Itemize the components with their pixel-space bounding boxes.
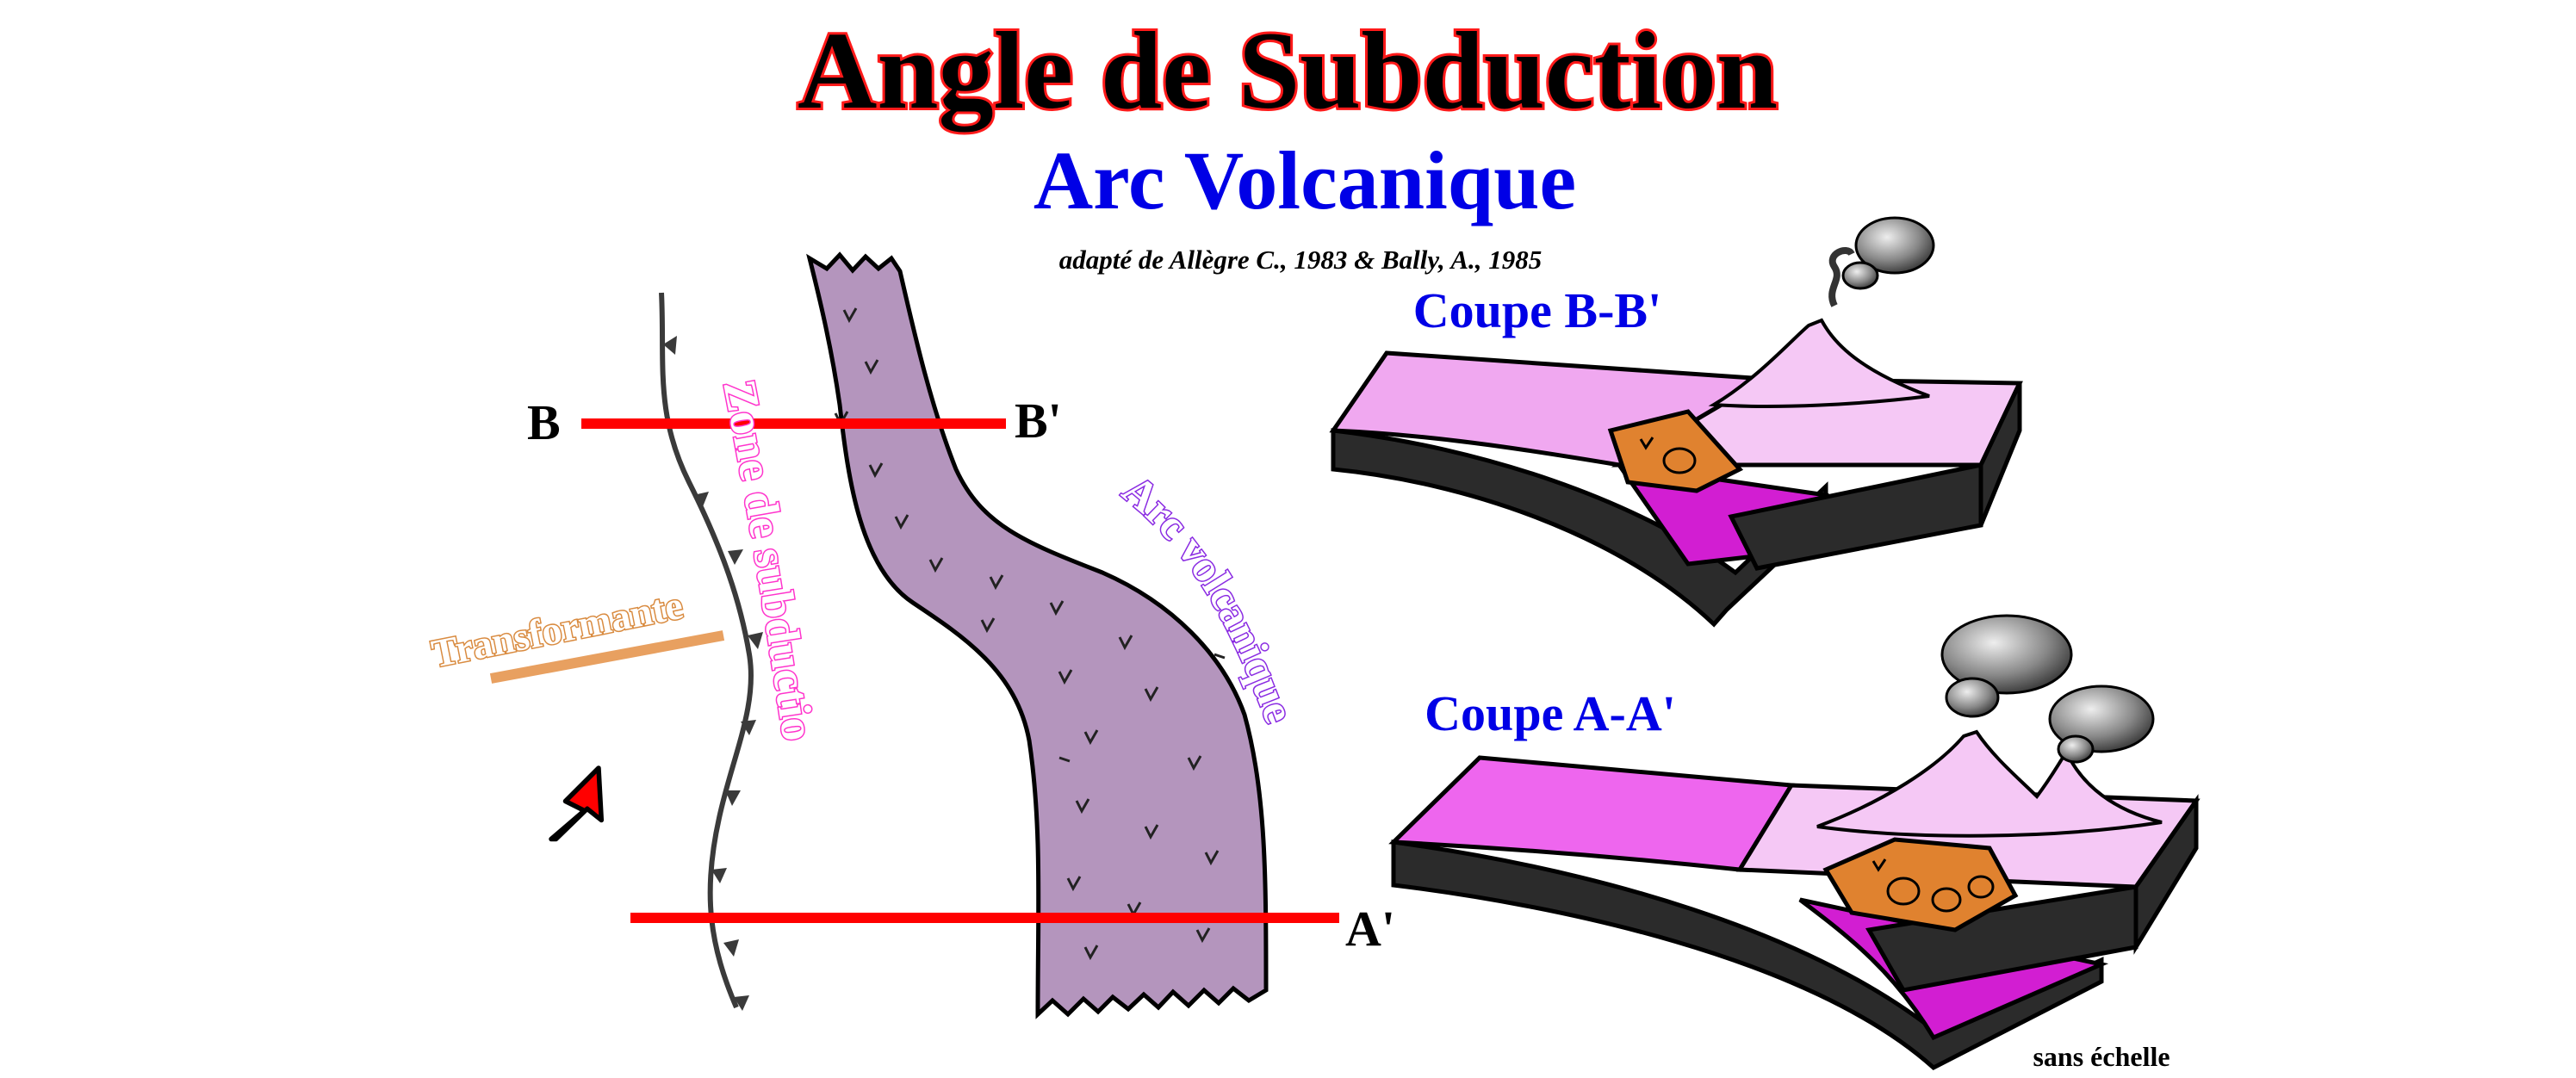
volcanic-arc-body — [806, 251, 1269, 1019]
label-b: B — [527, 394, 561, 450]
label-a-prime: A' — [1345, 901, 1395, 957]
subtitle: Arc Volcanique — [1034, 134, 1576, 226]
section-bb-block — [1329, 216, 2023, 628]
volcanic-rock-symbols — [834, 307, 1226, 961]
trench-teeth — [663, 336, 763, 1011]
credit-line: adapté de Allègre C., 1983 & Bally, A., … — [1059, 245, 1542, 275]
main-title: Angle de Subduction — [798, 9, 1778, 132]
label-b-prime: B' — [1015, 393, 1062, 449]
section-aa-title: Coupe A-A' — [1425, 685, 1676, 741]
scale-note: sans échelle — [2033, 1041, 2169, 1072]
subduction-front-line — [659, 292, 754, 1009]
transform-fault-line — [489, 630, 725, 684]
zone-label: Zone de subductio — [713, 375, 824, 744]
section-aa-block — [1388, 614, 2200, 1071]
section-bb-title: Coupe B-B' — [1413, 282, 1661, 338]
plate-motion-arrow — [549, 765, 605, 842]
